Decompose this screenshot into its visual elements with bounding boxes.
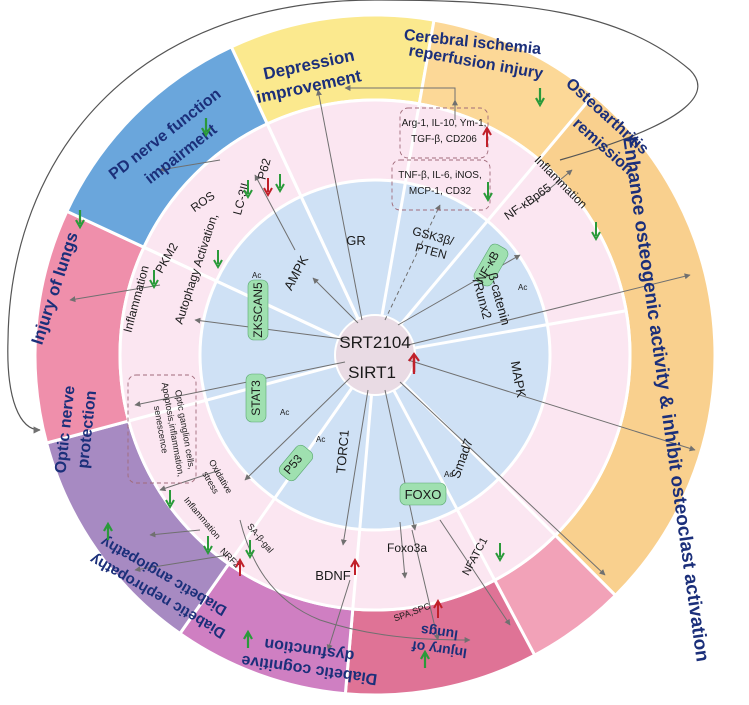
label-torc1: TORC1 [333, 429, 352, 474]
label-stat3: STAT3 [249, 380, 263, 416]
ring-spoke [128, 363, 337, 423]
nephro-up-indicator [103, 521, 113, 540]
pathway-arrows [69, 85, 696, 651]
arrow-nrf2 [134, 554, 229, 573]
label-zkscan: ZKSCAN5 [251, 282, 265, 338]
label-bdnf: BDNF [315, 568, 350, 583]
arrow-nfatc1 [439, 519, 511, 626]
title-lungs-bottom-line2: lungs [420, 622, 459, 643]
center-target: SIRT1 [348, 363, 396, 382]
label-foxo3a: Foxo3a [387, 541, 427, 555]
ring-spokes [128, 103, 627, 610]
arrow-inflammation-lungs [69, 284, 161, 303]
m1-marker-box [391, 159, 491, 211]
arrow-oxidative [159, 469, 221, 492]
pd-down-indicator [201, 118, 211, 138]
arrow-cerebral [344, 85, 456, 100]
arrow-sa-bgal-lungs [239, 519, 471, 643]
core-circle [334, 314, 416, 396]
stat3-node [245, 373, 267, 423]
arrow-stat3 [134, 361, 346, 407]
ring-spoke [399, 158, 541, 326]
center-drug: SRT2104 [339, 333, 411, 352]
label-zkscan-ac: Ac [252, 271, 261, 280]
arrow-zkscan [194, 317, 351, 341]
lc3-up-indicator [263, 178, 273, 198]
ring-spoke [380, 103, 421, 316]
arrow-foxo [384, 389, 417, 531]
inflammation-left-down-indicator [149, 270, 159, 290]
label-m1-line2: MCP-1, CD32 [409, 186, 472, 197]
arrow-ampk-ros [254, 174, 296, 251]
label-nfkb-ac: Ac [518, 283, 527, 292]
nrf2-up-indicator [235, 557, 245, 576]
inflammation-bottom-down-indicator [203, 536, 213, 556]
label-m2-line2: TGF-β, CD206 [411, 134, 477, 145]
zkscan-node [247, 279, 269, 341]
ring-spoke [143, 245, 340, 340]
label-m1-line1: TNF-β, IL-6, iNOS, [398, 170, 482, 181]
optic-down-indicator [165, 490, 175, 510]
sa-bgal-down-indicator [245, 540, 255, 560]
sirt1-up-indicator [408, 352, 420, 374]
label-p62: P62 [255, 157, 274, 182]
outer-connector-arc [7, 0, 699, 434]
foxo-node [399, 482, 447, 506]
label-foxo-ac: Ac [444, 470, 453, 479]
arrow-bcatenin [407, 273, 691, 346]
label-stat3-ac: Ac [280, 408, 289, 417]
arrow-torc1 [340, 389, 369, 546]
nfkb-node [473, 243, 509, 287]
label-mapk: MAPK [508, 360, 529, 399]
m1-down-indicator [483, 182, 493, 203]
arrow-gr-depression [316, 89, 363, 321]
arrow-inflammation-nephro [149, 529, 201, 538]
nfatc1-down-indicator [495, 543, 505, 563]
label-foxo: FOXO [405, 487, 442, 502]
arrow-ros-pd [159, 159, 221, 173]
cerebral-down-indicator [535, 88, 545, 108]
ros-down-indicator [243, 180, 253, 200]
inflammation-right-down-indicator [591, 222, 601, 242]
ring-spoke [414, 309, 627, 350]
label-m2-line1: Arg-1, IL-10, Ym-1, [402, 118, 487, 129]
lungs-left-down-indicator [75, 210, 85, 230]
bdnf-up-indicator [350, 557, 360, 575]
spa-up-indicator [433, 598, 443, 618]
arrow-foxo3a-lungs [411, 529, 440, 641]
label-p53-ac: Ac [316, 435, 325, 444]
arrow-spa [399, 521, 408, 579]
arrow-mapk [407, 359, 696, 452]
cognitive-up-indicator [243, 629, 253, 648]
p53-node [278, 444, 314, 482]
arrow-bdnf [326, 579, 351, 651]
ring-spoke [265, 123, 360, 320]
m2-up-indicator [482, 125, 492, 147]
arrow-p53 [244, 377, 351, 481]
arrow-gsk [384, 204, 441, 321]
lungs-bottom-up-indicator [420, 649, 430, 668]
p62-down-indicator [275, 174, 285, 194]
arrow-ampk [312, 277, 359, 324]
label-gr: GR [346, 233, 366, 248]
node-pills [245, 243, 509, 506]
regulation-arrows [75, 88, 601, 668]
arrow-inflammation [529, 169, 573, 206]
outer-ring [33, 13, 717, 697]
arrow-smad7 [399, 381, 606, 576]
pkm2-down-indicator [213, 250, 223, 270]
